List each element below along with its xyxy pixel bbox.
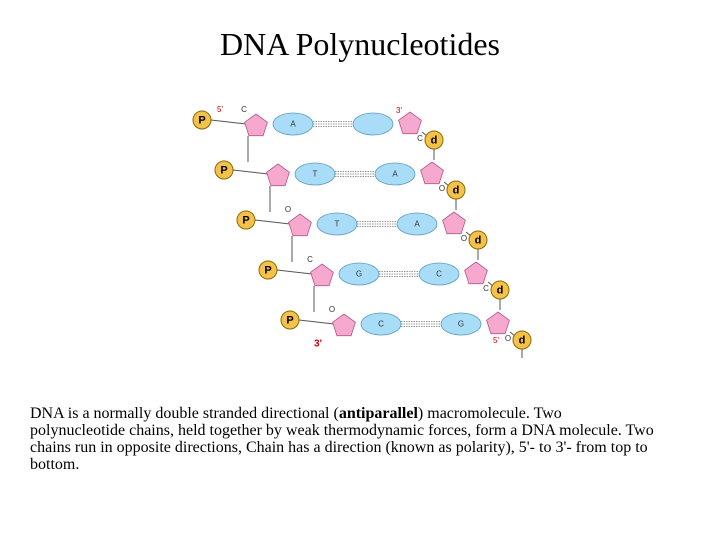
left-strand-bottom-end-label: 3' (314, 339, 322, 350)
right-deoxy-1-label: d (453, 184, 460, 196)
left-strand-top-end-label: 5' (217, 105, 223, 114)
right-base-2 (396, 212, 438, 236)
right-base-3-label: C (436, 270, 442, 279)
left-link-label-4: O (329, 305, 335, 314)
right-sugar-4 (486, 311, 510, 335)
right-link-label-1: O (439, 184, 445, 193)
left-phosphate-2-label: P (242, 214, 249, 226)
right-deoxy-2-label: d (475, 234, 482, 246)
left-backbone-link-2 (254, 219, 291, 225)
body-text-part1: DNA is a normally double stranded direct… (30, 405, 339, 422)
right-link-label-4: O (505, 334, 511, 343)
right-link-label-2: O (461, 234, 467, 243)
left-sugar-4 (332, 313, 356, 337)
right-base-4-label: G (458, 320, 464, 329)
left-backbone-link-0 (210, 119, 247, 125)
right-sugar-2 (442, 211, 466, 235)
left-sugar-2 (288, 213, 312, 237)
left-base-3-label: G (356, 270, 362, 279)
left-link-label-2: O (285, 205, 291, 214)
right-deoxy-0-label: d (431, 134, 438, 146)
left-phosphate-4-label: P (286, 314, 293, 326)
right-sugar-1 (420, 161, 444, 185)
left-phosphate-3-label: P (264, 264, 271, 276)
left-backbone-link-3 (276, 269, 313, 275)
right-base-0 (352, 112, 394, 136)
left-backbone-link-1 (232, 169, 269, 175)
left-backbone-link-4 (298, 319, 335, 325)
left-phosphate-0-label: P (198, 114, 205, 126)
left-phosphate-1-label: P (220, 164, 227, 176)
right-base-2-label: A (414, 220, 420, 229)
right-base-1-label: A (392, 170, 398, 179)
left-base-0-label: A (290, 120, 296, 129)
right-sugar-3 (464, 261, 488, 285)
right-base-1 (374, 162, 416, 186)
left-base-1-label: T (313, 170, 318, 179)
slide-title: DNA Polynucleotides (220, 26, 500, 62)
left-sugar-1 (266, 163, 290, 187)
right-strand-bottom-end-label: 5' (493, 336, 499, 345)
left-link-label-0: C (241, 105, 247, 114)
left-phosphate-2-circle (236, 210, 256, 230)
left-sugar-3 (310, 263, 334, 287)
left-base-2-label: T (335, 220, 340, 229)
left-sugar-0 (244, 113, 268, 137)
left-base-4-label: C (378, 320, 384, 329)
right-sugar-0 (398, 111, 422, 135)
right-link-label-3: C (483, 284, 489, 293)
left-phosphate-0-circle (192, 110, 212, 130)
body-text-part2: ) macromolecule. Two polynucleotide chai… (30, 405, 654, 473)
right-base-4 (440, 312, 482, 336)
left-phosphate-4-circle (280, 310, 300, 330)
left-phosphate-3-circle (258, 260, 278, 280)
right-deoxy-4-label: d (519, 334, 526, 346)
right-link-label-0: C (417, 134, 423, 143)
body-text: DNA is a normally double stranded direct… (30, 405, 660, 473)
right-strand-top-end-label: 3' (396, 106, 402, 115)
left-link-label-3: C (307, 255, 313, 264)
right-deoxy-3-label: d (497, 284, 504, 296)
body-text-bold: antiparallel (338, 405, 418, 422)
left-phosphate-1-circle (214, 160, 234, 180)
right-base-3 (418, 262, 460, 286)
